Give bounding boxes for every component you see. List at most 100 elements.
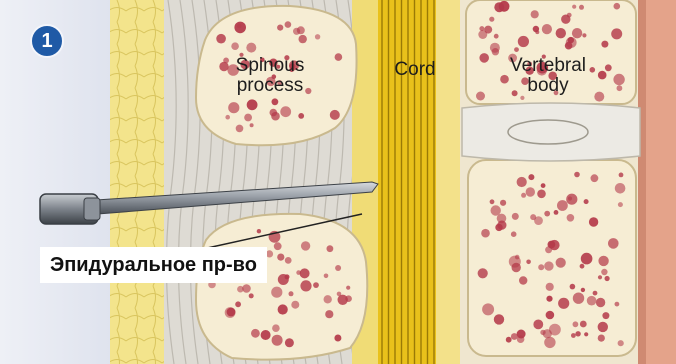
marrow-spot bbox=[582, 33, 586, 37]
marrow-spot bbox=[615, 183, 626, 194]
marrow-spot bbox=[614, 3, 621, 10]
marrow-spot bbox=[251, 329, 260, 338]
marrow-spot bbox=[571, 333, 576, 338]
marrow-spot bbox=[541, 183, 546, 188]
marrow-spot bbox=[556, 28, 566, 38]
marrow-spot bbox=[277, 254, 284, 261]
marrow-spot bbox=[482, 303, 494, 315]
marrow-spot bbox=[271, 287, 282, 298]
marrow-spot bbox=[608, 238, 619, 249]
marrow-spot bbox=[274, 242, 282, 250]
marrow-spot bbox=[476, 92, 485, 101]
marrow-spot bbox=[315, 34, 320, 39]
marrow-spot bbox=[521, 193, 526, 198]
marrow-spot bbox=[605, 64, 612, 71]
marrow-spot bbox=[494, 314, 504, 324]
marrow-spot bbox=[278, 274, 289, 285]
marrow-spot bbox=[544, 261, 553, 270]
label-spinous-process: Spinous process bbox=[214, 56, 326, 96]
marrow-spot bbox=[300, 268, 310, 278]
marrow-spot bbox=[537, 190, 546, 199]
marrow-spot bbox=[574, 172, 580, 178]
marrow-spot bbox=[605, 276, 610, 281]
marrow-spot bbox=[598, 322, 608, 332]
marrow-spot bbox=[557, 200, 568, 211]
marrow-spot bbox=[335, 53, 343, 61]
marrow-spot bbox=[533, 320, 543, 330]
marrow-spot bbox=[237, 24, 242, 29]
marrow-spot bbox=[494, 34, 499, 39]
marrow-spot bbox=[494, 2, 504, 12]
posterior-longitudinal-area bbox=[436, 0, 460, 364]
marrow-spot bbox=[478, 268, 488, 278]
marrow-spot bbox=[544, 211, 550, 217]
intervertebral-disc bbox=[462, 103, 640, 161]
marrow-spot bbox=[285, 257, 292, 264]
marrow-spot bbox=[272, 324, 280, 332]
step-number-badge: 1 bbox=[30, 24, 64, 58]
marrow-spot bbox=[511, 231, 517, 237]
marrow-spot bbox=[244, 114, 252, 122]
marrow-spot bbox=[572, 5, 576, 9]
marrow-spot bbox=[278, 304, 288, 314]
marrow-spot bbox=[568, 196, 572, 200]
marrow-spot bbox=[579, 5, 584, 10]
marrow-spot bbox=[618, 340, 624, 346]
marrow-spot bbox=[242, 284, 251, 293]
marrow-spot bbox=[601, 269, 607, 275]
marrow-spot bbox=[602, 312, 609, 319]
marrow-spot bbox=[526, 187, 535, 196]
marrow-spot bbox=[490, 199, 495, 204]
marrow-spot bbox=[591, 174, 599, 182]
marrow-spot bbox=[249, 293, 254, 298]
marrow-spot bbox=[285, 21, 292, 28]
marrow-spot bbox=[334, 335, 341, 342]
marrow-spot bbox=[514, 47, 519, 52]
marrow-spot bbox=[519, 276, 527, 284]
marrow-spot bbox=[573, 321, 579, 327]
marrow-spot bbox=[587, 296, 597, 306]
marrow-spot bbox=[580, 321, 587, 328]
epidural-space-caption: Эпидуральное пр-во bbox=[40, 247, 267, 283]
marrow-spot bbox=[298, 113, 304, 119]
marrow-spot bbox=[236, 125, 244, 133]
marrow-spot bbox=[299, 35, 307, 43]
marrow-spot bbox=[556, 258, 566, 268]
marrow-spot bbox=[296, 270, 301, 275]
marrow-spot bbox=[266, 250, 273, 257]
marrow-spot bbox=[257, 229, 261, 233]
marrow-spot bbox=[506, 337, 512, 343]
marrow-spot bbox=[271, 112, 280, 121]
marrow-spot bbox=[325, 310, 333, 318]
marrow-spot bbox=[617, 85, 623, 91]
marrow-spot bbox=[231, 42, 239, 50]
marrow-spot bbox=[534, 216, 543, 225]
label-vertebral-body-line-2: body bbox=[492, 76, 604, 96]
marrow-spot bbox=[330, 110, 340, 120]
marrow-spot bbox=[518, 36, 529, 47]
marrow-spot bbox=[561, 15, 570, 24]
marrow-spot bbox=[580, 264, 585, 269]
marrow-spot bbox=[481, 229, 490, 238]
marrow-spot bbox=[261, 330, 271, 340]
marrow-spot bbox=[528, 174, 534, 180]
marrow-spot bbox=[291, 301, 299, 309]
marrow-spot bbox=[500, 200, 506, 206]
marrow-spot bbox=[272, 335, 283, 346]
marrow-spot bbox=[581, 253, 593, 265]
anterior-ligament bbox=[638, 0, 646, 364]
marrow-spot bbox=[570, 284, 576, 290]
marrow-spot bbox=[598, 335, 605, 342]
marrow-spot bbox=[615, 302, 620, 307]
marrow-spot bbox=[613, 74, 624, 85]
marrow-spot bbox=[324, 295, 332, 303]
label-cord: Cord bbox=[383, 60, 447, 80]
marrow-spot bbox=[285, 338, 294, 347]
marrow-spot bbox=[544, 337, 555, 348]
label-spinous-process-line-1: Spinous bbox=[214, 56, 326, 76]
marrow-spot bbox=[618, 202, 623, 207]
marrow-spot bbox=[250, 123, 254, 127]
marrow-spot bbox=[538, 264, 544, 270]
marrow-spot bbox=[517, 335, 525, 343]
